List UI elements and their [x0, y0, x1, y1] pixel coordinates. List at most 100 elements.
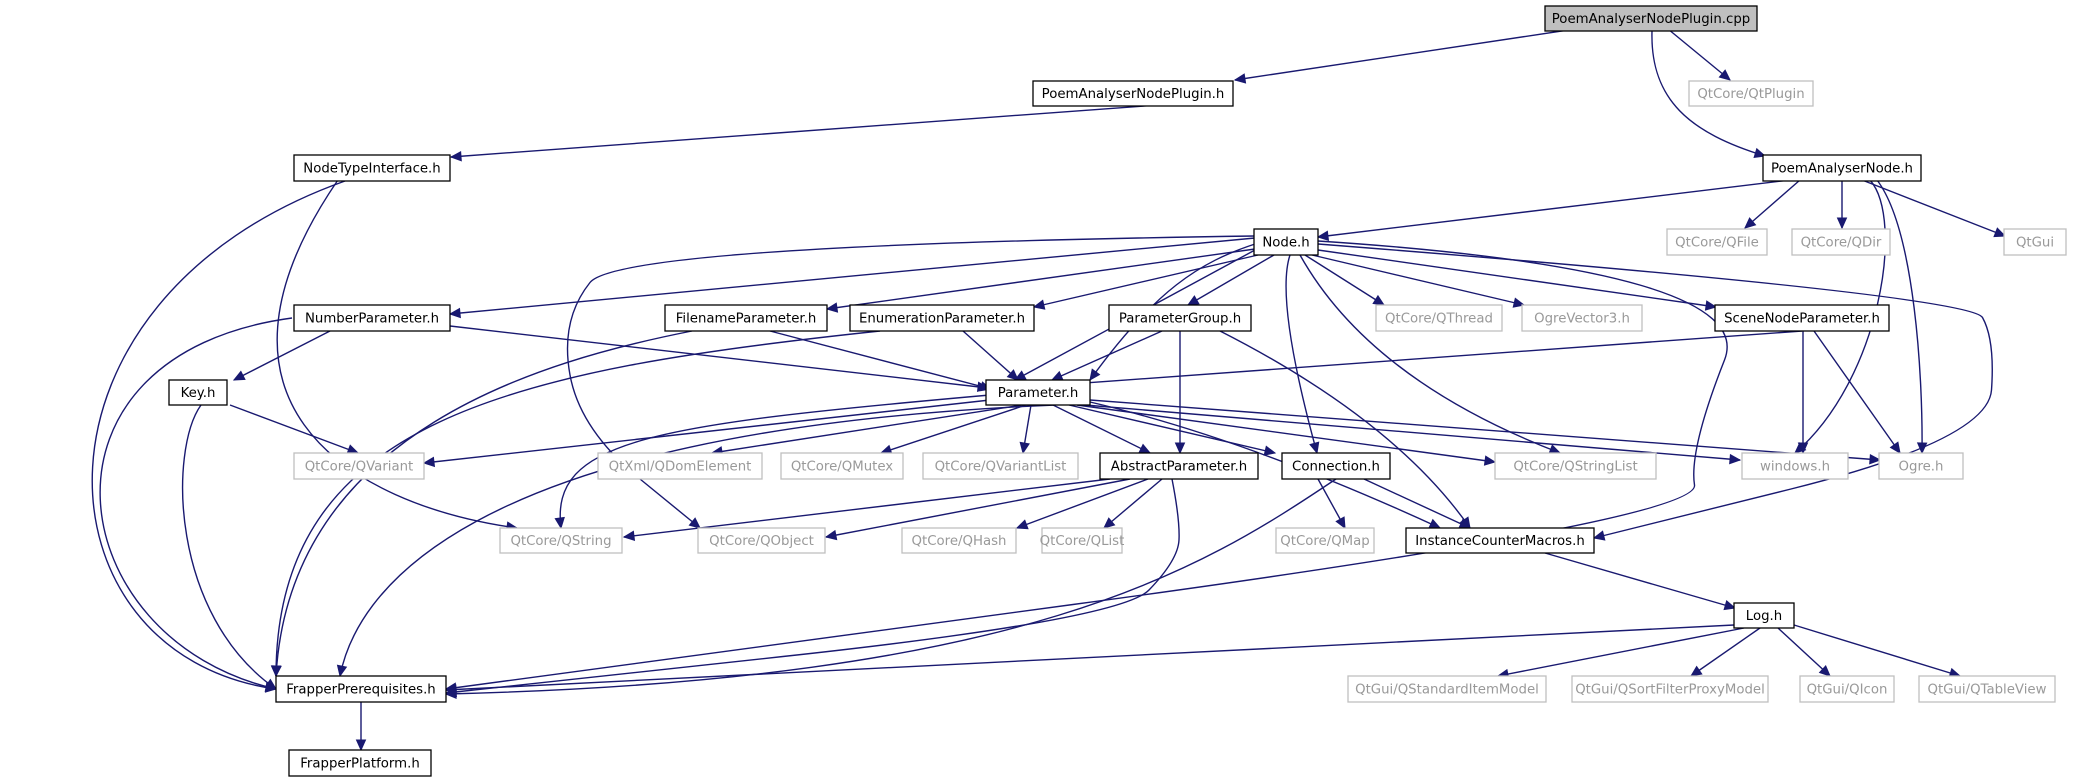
- node-node-h[interactable]: Node.h: [1253, 228, 1319, 256]
- dependency-edge: [1033, 254, 1259, 308]
- node-qlist[interactable]: QtCore/QList: [1040, 527, 1125, 554]
- node-box: [1041, 527, 1123, 554]
- node-qsortfilterproxymodel[interactable]: QtGui/QSortFilterProxyModel: [1571, 675, 1769, 703]
- dependency-edge: [275, 330, 881, 677]
- node-windows-h[interactable]: windows.h: [1741, 452, 1849, 480]
- dependency-edge: [445, 478, 1180, 694]
- dependency-edge: [566, 235, 1256, 529]
- graph-nodes: PoemAnalyserNodePlugin.cppPoemAnalyserNo…: [168, 5, 2067, 777]
- node-plugin-h[interactable]: PoemAnalyserNodePlugin.h: [1032, 80, 1234, 107]
- node-label: PoemAnalyserNodePlugin.h: [1042, 87, 1225, 102]
- node-box: [1375, 304, 1503, 332]
- dependency-edge: [99, 317, 293, 690]
- node-qtgui[interactable]: QtGui: [2003, 228, 2067, 256]
- dependency-edge: [1311, 254, 1525, 306]
- node-qmap[interactable]: QtCore/QMap: [1275, 527, 1375, 554]
- node-box: [1791, 228, 1891, 256]
- node-qvariant[interactable]: QtCore/QVariant: [293, 452, 425, 480]
- edge-arrowhead: [232, 370, 246, 381]
- node-numberparameter-h[interactable]: NumberParameter.h: [293, 304, 451, 332]
- node-qdir[interactable]: QtCore/QDir: [1791, 228, 1891, 256]
- node-abstractparameter-h[interactable]: AbstractParameter.h: [1099, 452, 1259, 480]
- node-filenameparameter-h[interactable]: FilenameParameter.h: [664, 304, 828, 332]
- dependency-edge: [825, 478, 1131, 538]
- edge-arrowhead: [554, 516, 565, 530]
- node-connection-h[interactable]: Connection.h: [1281, 452, 1391, 480]
- node-label: windows.h: [1760, 460, 1830, 475]
- node-box: [1733, 602, 1795, 629]
- node-label: SceneNodeParameter.h: [1724, 312, 1880, 327]
- edge-arrowhead: [1006, 369, 1019, 381]
- node-label: Parameter.h: [998, 386, 1079, 401]
- node-qhash[interactable]: QtCore/QHash: [901, 527, 1017, 554]
- dependency-edge: [1299, 254, 1561, 454]
- dependency-edge: [276, 154, 518, 529]
- node-frapperplatform-h[interactable]: FrapperPlatform.h: [288, 749, 432, 777]
- node-label: QtCore/QFile: [1675, 236, 1759, 251]
- dependency-edge: [1876, 179, 1923, 454]
- node-qdomelement[interactable]: QtXml/QDomElement: [597, 452, 763, 480]
- edge-arrowhead: [1818, 665, 1831, 677]
- dependency-edge: [1051, 330, 1163, 381]
- node-qstring[interactable]: QtCore/QString: [499, 527, 623, 554]
- node-qvariantlist[interactable]: QtCore/QVariantList: [922, 452, 1079, 480]
- edge-arrowhead: [1869, 453, 1882, 465]
- dependency-edge: [233, 330, 331, 381]
- node-poemanalysernode-h[interactable]: PoemAnalyserNode.h: [1762, 154, 1922, 182]
- edge-arrowhead: [1889, 441, 1901, 454]
- dependency-edge: [987, 330, 1803, 391]
- node-instancecountermacros-h[interactable]: InstanceCounterMacros.h: [1405, 527, 1595, 554]
- node-scenenodeparameter-h[interactable]: SceneNodeParameter.h: [1714, 304, 1890, 332]
- node-frapperprerequisites-h[interactable]: FrapperPrerequisites.h: [275, 675, 447, 703]
- node-label: InstanceCounterMacros.h: [1415, 534, 1585, 549]
- node-qtableview[interactable]: QtGui/QTableView: [1918, 675, 2056, 703]
- dependency-edge: [559, 394, 991, 529]
- node-qthread[interactable]: QtCore/QThread: [1375, 304, 1503, 332]
- node-box: [697, 527, 826, 554]
- node-box: [597, 452, 763, 480]
- node-box: [1544, 5, 1758, 32]
- node-label: Node.h: [1262, 236, 1309, 251]
- node-box: [1253, 228, 1319, 256]
- dependency-edge: [1016, 478, 1149, 529]
- node-label: QtCore/QStringList: [1513, 460, 1637, 475]
- node-qobject[interactable]: QtCore/QObject: [697, 527, 826, 554]
- node-label: EnumerationParameter.h: [859, 312, 1025, 327]
- node-parameter-h[interactable]: Parameter.h: [985, 379, 1091, 406]
- node-box: [293, 154, 451, 182]
- dependency-edge: [1068, 404, 1276, 454]
- node-qmutex[interactable]: QtCore/QMutex: [780, 452, 904, 480]
- node-key-h[interactable]: Key.h: [168, 379, 228, 406]
- dependency-edge: [1089, 401, 1441, 529]
- dependency-edge: [1497, 627, 1745, 677]
- node-qfile[interactable]: QtCore/QFile: [1666, 228, 1768, 256]
- node-qicon[interactable]: QtGui/QIcon: [1799, 675, 1895, 703]
- edge-arrowhead: [1233, 73, 1247, 84]
- edge-arrowhead: [824, 529, 838, 541]
- node-plugin-cpp[interactable]: PoemAnalyserNodePlugin.cpp: [1544, 5, 1758, 32]
- dependency-edge: [1861, 179, 2006, 237]
- dependency-edge: [1076, 404, 1496, 463]
- edge-arrowhead: [1483, 455, 1497, 466]
- node-ogre-h[interactable]: Ogre.h: [1878, 452, 1964, 480]
- node-label: ParameterGroup.h: [1119, 312, 1241, 327]
- node-parametergroup-h[interactable]: ParameterGroup.h: [1108, 304, 1252, 332]
- node-label: FrapperPrerequisites.h: [286, 683, 435, 698]
- node-box: [168, 379, 228, 406]
- node-qtplugin[interactable]: QtCore/QtPlugin: [1688, 80, 1814, 107]
- node-qstandarditemmodel[interactable]: QtGui/QStandardItemModel: [1347, 675, 1547, 703]
- node-label: QtCore/QVariantList: [935, 460, 1067, 475]
- edge-arrowhead: [264, 678, 277, 690]
- dependency-edge: [450, 102, 1186, 158]
- node-ogrevector3-h[interactable]: OgreVector3.h: [1521, 304, 1643, 332]
- node-box: [849, 304, 1035, 332]
- node-box: [499, 527, 623, 554]
- edge-arrowhead: [1309, 441, 1320, 455]
- node-label: QtCore/QtPlugin: [1697, 87, 1804, 102]
- node-nodetypeinterface-h[interactable]: NodeTypeInterface.h: [293, 154, 451, 182]
- dependency-edge: [1651, 30, 1766, 157]
- node-qstringlist[interactable]: QtCore/QStringList: [1494, 452, 1657, 480]
- node-enumerationparameter-h[interactable]: EnumerationParameter.h: [849, 304, 1035, 332]
- node-log-h[interactable]: Log.h: [1733, 602, 1795, 629]
